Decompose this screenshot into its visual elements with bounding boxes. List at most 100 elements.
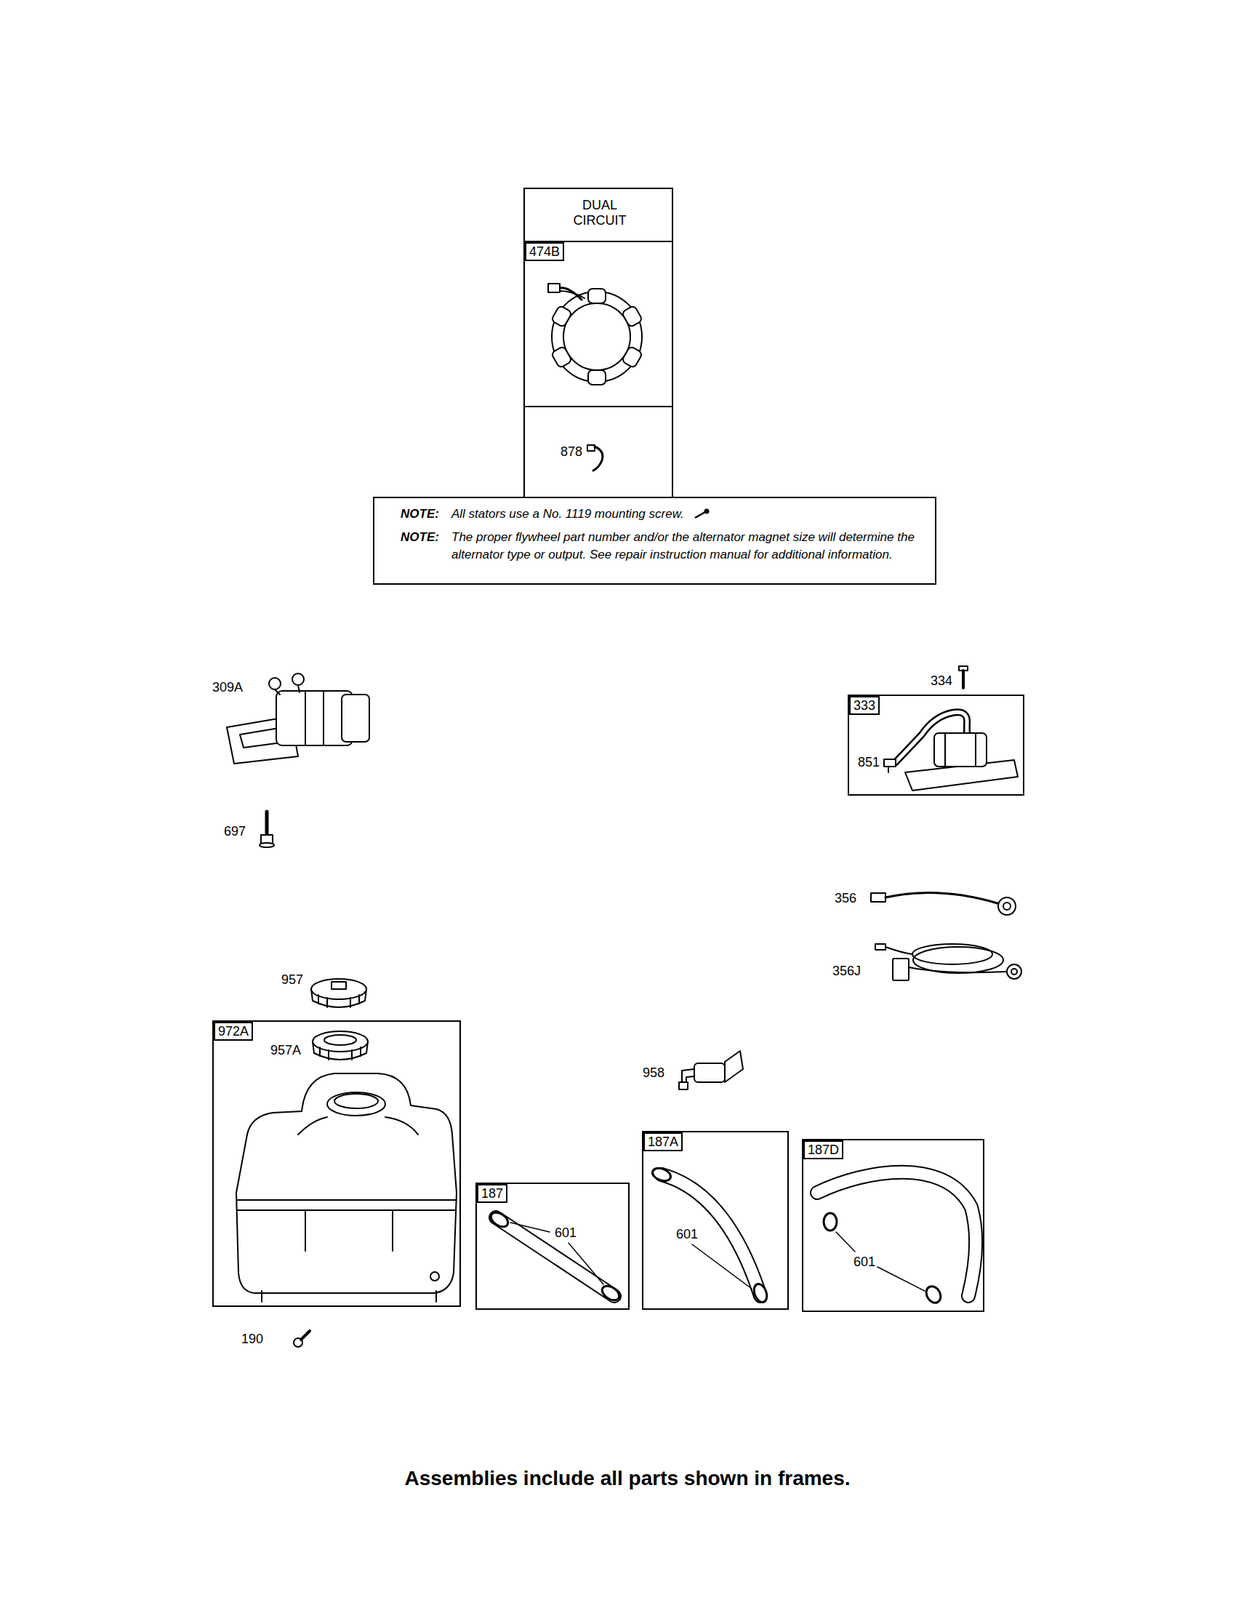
- bolt-drawing: [265, 811, 269, 835]
- fuel-filter-drawing: [694, 1062, 725, 1082]
- wire-harness-drawing: [1006, 964, 1022, 979]
- ignition-coil-drawing: [884, 711, 1018, 791]
- ground-wire-drawing: [1003, 902, 1011, 910]
- ground-wire-drawing: [885, 892, 998, 903]
- note-heading: NOTE:: [399, 528, 441, 546]
- stator-drawing: [548, 283, 643, 385]
- fuel-line-drawing: [650, 1165, 673, 1183]
- stator-drawing: [588, 288, 606, 304]
- stator-drawing: [621, 305, 643, 328]
- fuel-tank-drawing: [327, 1091, 386, 1116]
- assembly-frame: 187601: [475, 1182, 630, 1310]
- stator-drawing: [551, 346, 573, 369]
- fuel-filter-drawing: [724, 1050, 743, 1082]
- callout-number: 601: [852, 1253, 877, 1270]
- frame-section: 878: [524, 405, 672, 497]
- stator-drawing: [551, 346, 573, 369]
- stator-drawing: [559, 287, 582, 300]
- fuel-cap-drawing: [331, 981, 347, 989]
- callout-number: 957A: [268, 1041, 303, 1058]
- ignition-coil-drawing: [884, 758, 896, 767]
- stator-drawing: [621, 346, 643, 369]
- bolt-drawing: [259, 842, 275, 847]
- assembly-frame: 972A957A: [212, 1019, 461, 1307]
- bolt-drawing: [259, 811, 275, 847]
- note-heading: NOTE:: [399, 505, 441, 523]
- screw-drawing: [293, 1330, 310, 1347]
- fuel-line-drawing: [495, 1217, 615, 1296]
- callout-number: 309A: [210, 679, 245, 696]
- ground-wire-drawing: [870, 892, 886, 902]
- fuel-filter-drawing: [679, 1050, 743, 1090]
- frame-section: 474B: [524, 240, 672, 406]
- stator-drawing: [551, 305, 573, 328]
- fuel-filter-drawing: [679, 1081, 688, 1090]
- fuel-line-drawing: [692, 1243, 752, 1289]
- frame-dual-circuit: DUAL CIRCUIT 474B 878: [523, 187, 674, 497]
- ignition-coil-drawing: [945, 732, 976, 767]
- note-box: NOTE:All stators use a No. 1119 mounting…: [372, 496, 937, 585]
- assembly-frame: 187A 601: [641, 1130, 789, 1310]
- starter-motor-drawing: [274, 684, 300, 695]
- wire-harness-drawing: [913, 946, 1004, 973]
- fuel-cap-drawing: [319, 1046, 361, 1060]
- callout-number: 878: [559, 443, 584, 460]
- ground-wire-drawing: [998, 897, 1016, 915]
- fuel-cap-drawing: [318, 994, 360, 1007]
- wire-harness-drawing: [908, 966, 1007, 973]
- fuel-cap-drawing: [311, 978, 367, 1007]
- fuel-line-drawing: [510, 1222, 604, 1284]
- stator-drawing: [621, 305, 643, 328]
- fuel-tank-drawing: [237, 1199, 456, 1210]
- screw-icon: [695, 511, 706, 518]
- fuel-line-drawing: [836, 1231, 925, 1291]
- stator-drawing: [621, 346, 643, 369]
- fuel-line-drawing: [650, 1165, 770, 1304]
- wire-harness-drawing: [885, 946, 913, 954]
- fuel-filter-drawing: [681, 1068, 695, 1082]
- stator-drawing: [588, 370, 606, 385]
- fuel-tank-drawing: [430, 1271, 440, 1281]
- screw-drawing: [300, 1330, 310, 1340]
- frame-tag: 187A: [643, 1131, 683, 1151]
- wire-harness-drawing: [892, 958, 909, 981]
- starter-motor-drawing: [292, 673, 304, 685]
- fuel-line-drawing: [923, 1283, 944, 1305]
- callout-number: 356J: [830, 962, 863, 979]
- fuel-line-drawing: [661, 1174, 761, 1296]
- frame-tag: 187: [476, 1183, 508, 1203]
- screw-drawing: [961, 670, 965, 688]
- stator-drawing: [559, 290, 585, 299]
- note-text: The proper flywheel part number and/or t…: [450, 528, 930, 564]
- stator-drawing: [551, 291, 642, 382]
- frame-heading: DUAL CIRCUIT: [561, 197, 638, 229]
- fuel-tank-drawing: [236, 1073, 457, 1293]
- wire-lead-drawing: [587, 444, 603, 471]
- fuel-cap-drawing: [311, 978, 367, 999]
- caption: Assemblies include all parts shown in fr…: [335, 1465, 920, 1491]
- callout-number: 190: [239, 1330, 265, 1347]
- fuel-tank-drawing: [334, 1093, 379, 1108]
- stator-drawing: [588, 370, 606, 385]
- callout-number: 957: [279, 971, 305, 988]
- fuel-cap-drawing: [312, 1030, 368, 1060]
- fuel-line-drawing: [488, 1209, 623, 1303]
- starter-motor-drawing: [226, 673, 370, 764]
- fuel-cap-drawing: [324, 1034, 357, 1045]
- frame-tag: 187D: [803, 1139, 844, 1159]
- ignition-coil-drawing: [934, 732, 987, 767]
- stator-drawing: [551, 305, 573, 328]
- ignition-coil-drawing: [887, 766, 890, 773]
- fuel-line-drawing: [488, 1209, 512, 1230]
- fuel-line-drawing: [823, 1212, 837, 1231]
- starter-motor-drawing: [268, 677, 281, 690]
- screw-icon: [692, 508, 712, 520]
- frame-tag: 333: [849, 695, 880, 715]
- starter-motor-drawing: [341, 694, 370, 742]
- callout-number: 334: [929, 672, 954, 689]
- callout-number: 601: [674, 1225, 700, 1242]
- ground-wire-drawing: [870, 892, 1016, 915]
- callout-number: 697: [222, 822, 248, 839]
